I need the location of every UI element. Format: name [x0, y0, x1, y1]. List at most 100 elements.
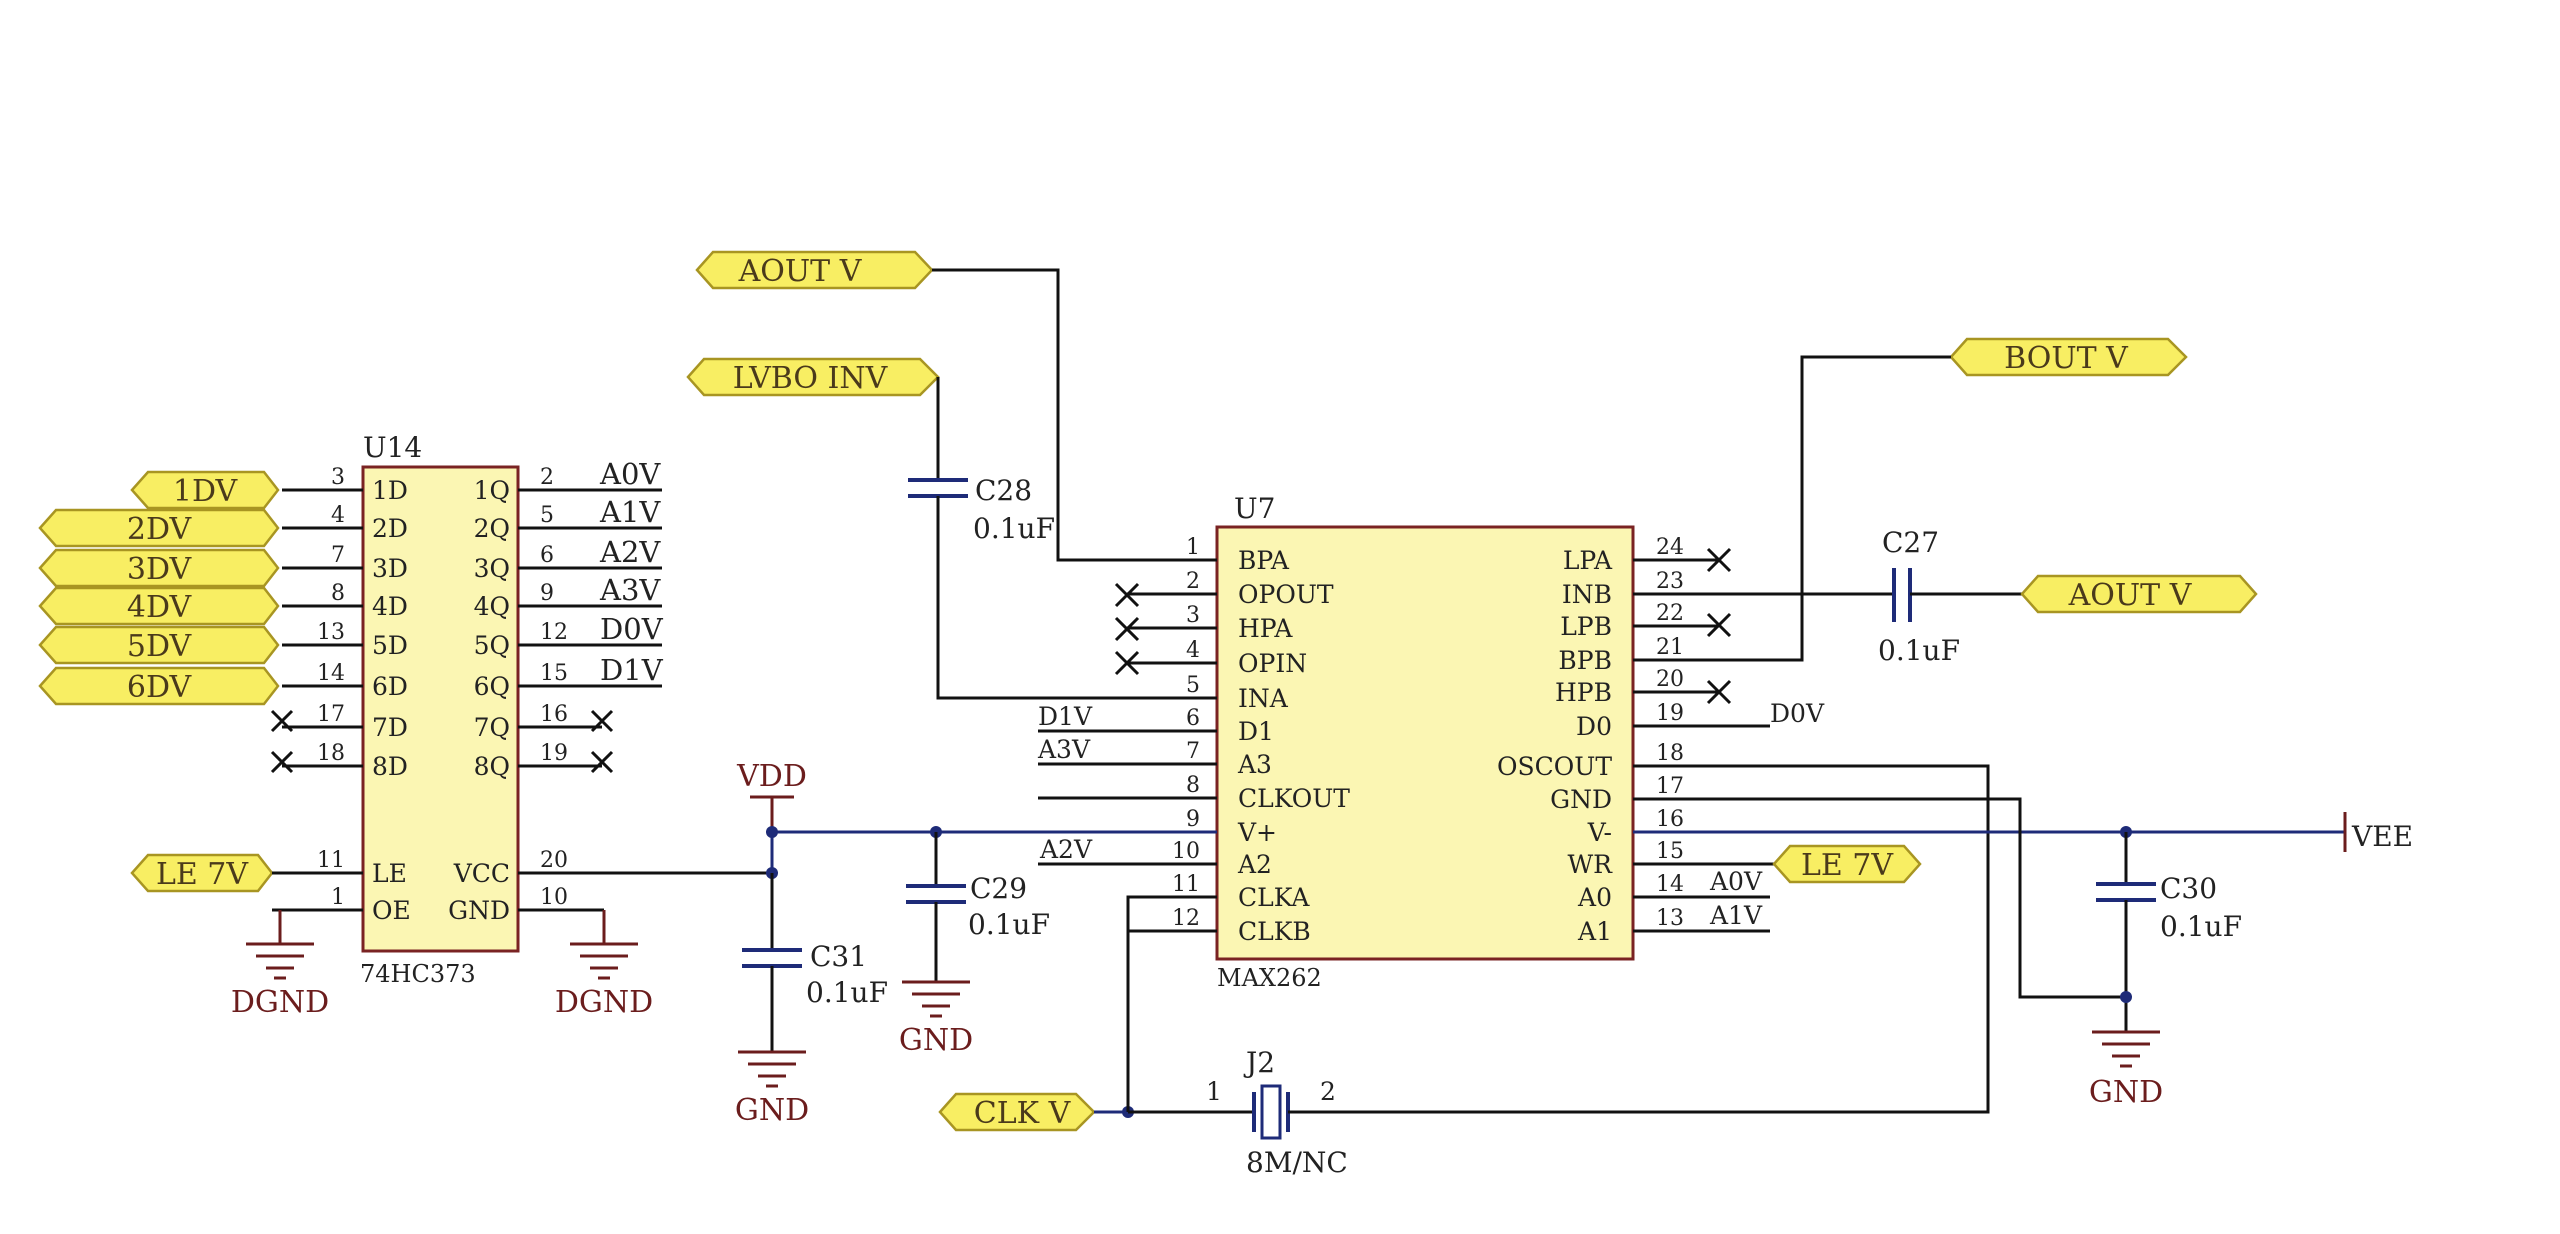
u14-output-net-label: A0V: [599, 457, 661, 491]
u7-left-pin-num: 6: [1186, 706, 1200, 731]
u7-right-pin-name: INB: [1562, 580, 1612, 609]
vee-label: VEE: [2351, 820, 2413, 853]
bout-port-shape: [1949, 337, 2188, 377]
u7-left-pin-name: CLKB: [1238, 917, 1311, 946]
u14-left-pin-num: 17: [317, 702, 345, 727]
crystal-value: 8M/NC: [1246, 1146, 1348, 1179]
u7-left-pin-name: BPA: [1238, 546, 1290, 575]
u14-right-pin-num: 9: [540, 581, 554, 606]
u14-left-pin-name: 6D: [372, 672, 408, 701]
u14-right-pin-num: 2: [540, 465, 554, 490]
vdd-junction: [766, 826, 778, 838]
input-port-shape: [38, 508, 280, 548]
c31-value: 0.1uF: [806, 976, 888, 1009]
u14-right-pin-name: 4Q: [474, 592, 510, 621]
u14-left-pin-num: 4: [331, 503, 345, 528]
input-port-shape: [38, 548, 280, 588]
vdd-label: VDD: [736, 759, 807, 794]
u7-right-pin-name: OSCOUT: [1497, 752, 1612, 781]
u7-net-a1v: A1V: [1709, 901, 1763, 930]
u7-part: MAX262: [1217, 964, 1322, 992]
u7-right-pin-name: WR: [1567, 850, 1613, 879]
noconn-opin-mark: [1114, 650, 1140, 676]
c30-gnd-junction: [2120, 991, 2132, 1003]
u14-right-pin-name: 3Q: [474, 554, 510, 583]
u7-right-pin-name: GND: [1550, 785, 1612, 814]
u14-output-net-label: D1V: [600, 653, 664, 687]
u7-left-pin-name: A3: [1237, 750, 1272, 779]
u7-left-pin-name: OPIN: [1238, 649, 1307, 678]
u14-left-pin-name: 5D: [372, 631, 408, 660]
u14-output-net-label: D0V: [600, 612, 664, 646]
u7-right-pin-num: 16: [1656, 807, 1684, 832]
input-port-label: 5DV: [127, 629, 193, 664]
crystal-pin1: 1: [1206, 1077, 1222, 1106]
u14-left-pin-name: 2D: [372, 514, 408, 543]
u14-right-pin-num: 10: [540, 885, 568, 910]
input-port-label: 6DV: [127, 670, 193, 705]
u7-left-no-connects: [1114, 582, 1140, 676]
gnd-c31-label: GND: [735, 1093, 809, 1128]
u14-right-pin-name: VCC: [453, 859, 510, 888]
u7-left-pin-name: V+: [1237, 818, 1277, 847]
aout-right-port-label: AOUT V: [2068, 578, 2193, 613]
u7-right-pin-num: 15: [1656, 839, 1684, 864]
u14-left-pin-name: 7D: [372, 713, 408, 742]
input-port-label: 1DV: [173, 474, 239, 509]
u7-net-d1v: D1V: [1038, 702, 1093, 731]
vdd-rail: VDD: [518, 759, 1210, 879]
crystal-pin2: 2: [1320, 1077, 1336, 1106]
u14-right-pin-name: 8Q: [474, 752, 510, 781]
u14-left-pin-num: 18: [317, 741, 345, 766]
u7-net-a2v: A2V: [1039, 835, 1093, 864]
u14-no-connects: [270, 709, 614, 774]
dgnd-right-symbol: DGND: [518, 908, 653, 1020]
input-port-label: 3DV: [127, 552, 193, 587]
input-port-label: 2DV: [127, 512, 193, 547]
u7-right-pin-name: BPB: [1558, 646, 1612, 675]
aout-top-port-label: AOUT V: [738, 254, 863, 289]
u7-right-pin-name: V-: [1587, 818, 1612, 847]
u7-left-pin-num: 7: [1186, 739, 1200, 764]
u14-left-pin-num: 3: [331, 465, 345, 490]
u7-left-pin-num: 9: [1186, 807, 1200, 832]
gnd-c29-label: GND: [899, 1023, 973, 1058]
u7-right-pin-num: 17: [1656, 774, 1684, 799]
u7-left-pin-num: 2: [1186, 569, 1200, 594]
crystal-ref: J2: [1243, 1046, 1275, 1079]
c29-capacitor: C29 0.1uF GND: [899, 832, 1050, 1058]
wr-port-shape: [1772, 844, 1922, 884]
u14-body: [361, 465, 520, 953]
u14-output-net-label: A3V: [599, 573, 661, 607]
noconn-8q-mark: [590, 750, 614, 774]
u7-right-pin-name: A0: [1577, 883, 1612, 912]
u14-left-pin-num: 1: [331, 885, 345, 910]
c31-capacitor: C31 0.1uF GND: [735, 873, 888, 1128]
u14-le-port: LE 7V: [130, 853, 363, 893]
u7-net-a3v: A3V: [1037, 735, 1091, 764]
u14-output-net-label: A1V: [599, 495, 661, 529]
input-port-shape: [130, 470, 280, 510]
u7-right-pin-num: 22: [1656, 601, 1684, 626]
le7v-port-label: LE 7V: [156, 857, 249, 892]
u7-right-pin-num: 18: [1656, 741, 1684, 766]
c31-ref: C31: [810, 940, 867, 973]
u7-left-pin-num: 3: [1186, 603, 1200, 628]
u7-left-pin-name: CLKOUT: [1238, 784, 1350, 813]
noconn-hpa-mark: [1114, 616, 1140, 642]
u14-right-pin-name: 7Q: [474, 713, 510, 742]
noconn-7d-mark: [270, 709, 294, 733]
u7-wr-port: LE 7V: [1633, 844, 1922, 884]
u14-part: 74HC373: [360, 960, 476, 988]
u7-left-pin-num: 1: [1186, 535, 1200, 560]
c27-aout-right: C27 0.1uF AOUT V: [1633, 526, 2258, 667]
u14-right-pin-name: 5Q: [474, 631, 510, 660]
wr-port-label: LE 7V: [1801, 848, 1894, 883]
u14-ref: U14: [363, 431, 422, 464]
c27-ref: C27: [1882, 526, 1939, 559]
u7-left-pin-num: 4: [1186, 638, 1200, 663]
